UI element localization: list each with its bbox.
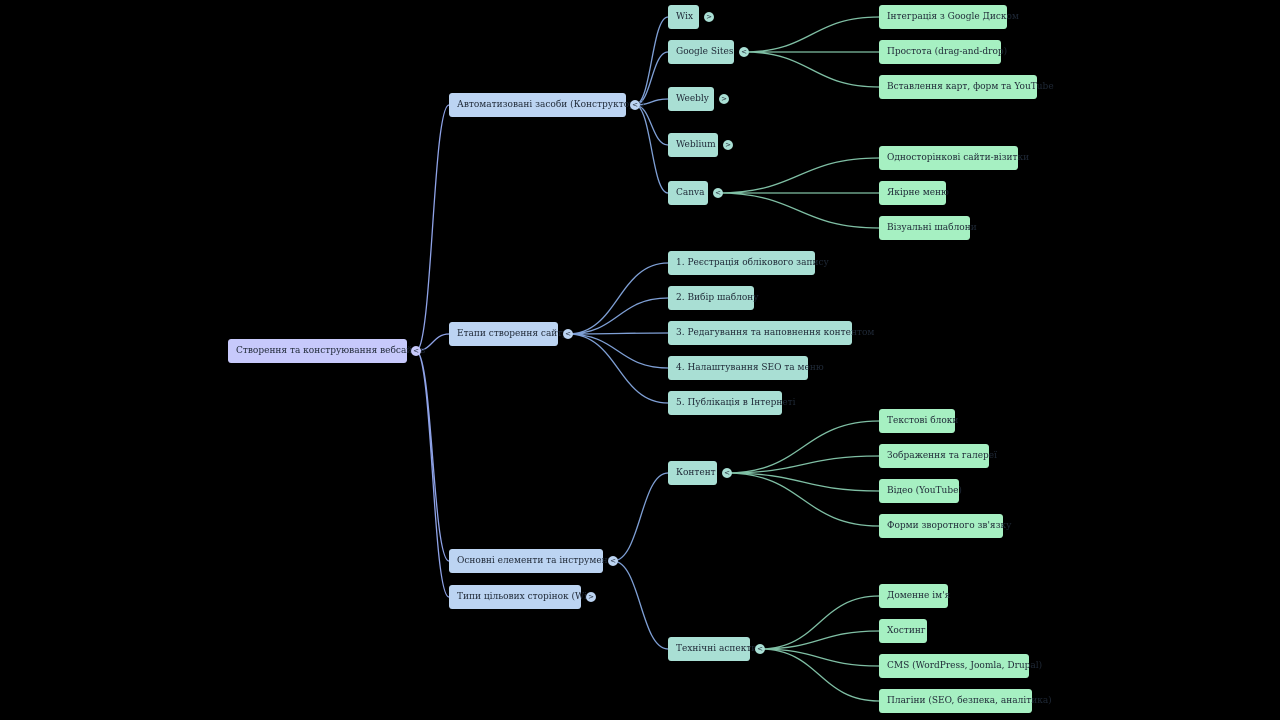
leaf-node-google-drive[interactable]: Інтеграція з Google Диском <box>879 5 1019 29</box>
leaf-node-plugins[interactable]: Плагіни (SEO, безпека, аналітика) <box>879 689 1052 713</box>
link-content-leaf-3 <box>726 472 880 527</box>
branch-node-constructors[interactable]: Автоматизовані засоби (Конструктори) <box>449 93 644 117</box>
link-content-leaf-2 <box>726 472 880 492</box>
branch-node-landing-types[interactable]: Типи цільових сторінок (Wix) <box>449 585 596 609</box>
link-technical-leaf-0 <box>759 595 880 650</box>
root-collapse-toggle[interactable]: < <box>411 346 421 356</box>
root-node[interactable]: Створення та конструювання вебсайтів <box>228 339 425 363</box>
link-canva-leaf-0 <box>717 157 880 194</box>
leaf-node-drag-and-drop[interactable]: Простота (drag-and-drop) <box>879 40 1007 64</box>
leaf-node-domain-name[interactable]: Доменне ім'я <box>879 584 950 608</box>
link-constructors-sub-0 <box>634 16 669 106</box>
link-canva-leaf-2 <box>717 192 880 229</box>
link-elements-sub-0 <box>612 472 669 562</box>
sub-weebly-expand-toggle[interactable]: > <box>719 94 729 104</box>
link-constructors-sub-3 <box>634 104 669 146</box>
leaf-node-feedback-forms[interactable]: Форми зворотного зв'язку <box>879 514 1011 538</box>
sub-node-stage-5[interactable]: 5. Публікація в Інтернеті <box>668 391 796 415</box>
sub-node-stage-1[interactable]: 1. Реєстрація облікового запису <box>668 251 829 275</box>
link-elements-sub-1 <box>612 560 669 650</box>
branch-elements-collapse-toggle[interactable]: < <box>608 556 618 566</box>
sub-node-stage-2[interactable]: 2. Вибір шаблону <box>668 286 759 310</box>
sub-node-stage-4[interactable]: 4. Налаштування SEO та меню <box>668 356 824 380</box>
sub-node-wix[interactable]: Wix <box>668 5 699 29</box>
leaf-node-embed-maps[interactable]: Вставлення карт, форм та YouTube <box>879 75 1054 99</box>
sub-node-weebly[interactable]: Weebly <box>668 87 714 111</box>
sub-node-canva[interactable]: Canva <box>668 181 708 205</box>
link-root-branch-0 <box>415 104 450 352</box>
leaf-node-anchor-menu[interactable]: Якірне меню <box>879 181 949 205</box>
sub-node-stage-3[interactable]: 3. Редагування та наповнення контентом <box>668 321 874 345</box>
sub-technical-collapse-toggle[interactable]: < <box>755 644 765 654</box>
leaf-node-visual-templates[interactable]: Візуальні шаблони <box>879 216 977 240</box>
leaf-node-video[interactable]: Відео (YouTube) <box>879 479 962 503</box>
leaf-node-cms[interactable]: CMS (WordPress, Joomla, Drupal) <box>879 654 1042 678</box>
link-constructors-sub-4 <box>634 104 669 194</box>
link-stages-sub-0 <box>567 262 669 335</box>
sub-node-content[interactable]: Контент <box>668 461 717 485</box>
leaf-node-text-blocks[interactable]: Текстові блоки <box>879 409 958 433</box>
sub-node-technical[interactable]: Технічні аспекти <box>668 637 757 661</box>
sub-node-weblium[interactable]: Weblium <box>668 133 718 157</box>
branch-node-stages[interactable]: Етапи створення сайту <box>449 322 568 346</box>
link-technical-leaf-1 <box>759 630 880 650</box>
branch-landing-types-expand-toggle[interactable]: > <box>586 592 596 602</box>
link-stages-sub-4 <box>567 333 669 404</box>
sub-weblium-expand-toggle[interactable]: > <box>723 140 733 150</box>
sub-node-google-sites[interactable]: Google Sites <box>668 40 734 64</box>
link-stages-sub-3 <box>567 333 669 369</box>
branch-constructors-collapse-toggle[interactable]: < <box>630 100 640 110</box>
link-google-sites-leaf-2 <box>743 51 880 88</box>
leaf-node-one-page-sites[interactable]: Односторінкові сайти-візитки <box>879 146 1029 170</box>
link-content-leaf-0 <box>726 420 880 474</box>
sub-canva-collapse-toggle[interactable]: < <box>713 188 723 198</box>
link-root-branch-2 <box>415 350 450 562</box>
leaf-node-images-galleries[interactable]: Зображення та галереї <box>879 444 997 468</box>
link-google-sites-leaf-0 <box>743 16 880 53</box>
branch-stages-collapse-toggle[interactable]: < <box>563 329 573 339</box>
link-content-leaf-1 <box>726 455 880 474</box>
link-stages-sub-1 <box>567 297 669 335</box>
leaf-node-hosting[interactable]: Хостинг <box>879 619 927 643</box>
link-technical-leaf-2 <box>759 648 880 667</box>
sub-content-collapse-toggle[interactable]: < <box>722 468 732 478</box>
sub-wix-expand-toggle[interactable]: > <box>704 12 714 22</box>
link-technical-leaf-3 <box>759 648 880 702</box>
sub-google-sites-collapse-toggle[interactable]: < <box>739 47 749 57</box>
branch-node-elements[interactable]: Основні елементи та інструменти <box>449 549 619 573</box>
link-root-branch-3 <box>415 350 450 598</box>
link-stages-sub-2 <box>567 332 669 335</box>
